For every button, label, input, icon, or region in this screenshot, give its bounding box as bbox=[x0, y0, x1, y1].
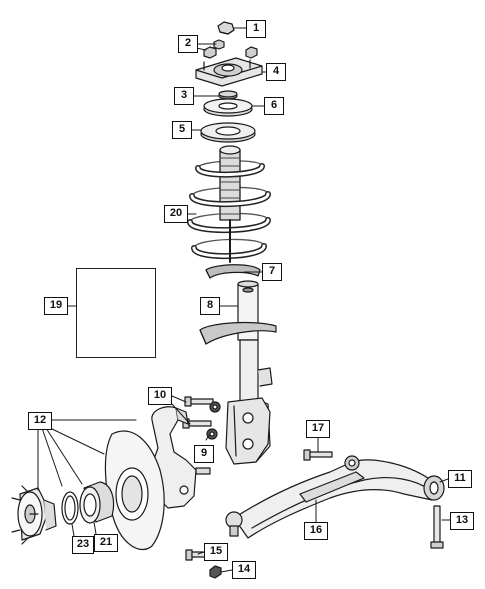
mount-nuts bbox=[203, 39, 258, 59]
wheel-hub bbox=[11, 485, 57, 545]
arm-bolt-13 bbox=[430, 505, 444, 549]
callout-11: 11 bbox=[448, 470, 472, 488]
callout-13: 13 bbox=[450, 512, 474, 530]
callout-12: 12 bbox=[28, 412, 52, 430]
coil-spring bbox=[187, 145, 271, 263]
lower-isolator bbox=[205, 264, 261, 279]
callout-17: 17 bbox=[306, 420, 330, 438]
strut-assembly bbox=[199, 280, 277, 465]
callout-4: 4 bbox=[266, 63, 286, 81]
callout-21: 21 bbox=[94, 534, 118, 552]
top-nut bbox=[217, 21, 235, 35]
callout-15: 15 bbox=[204, 543, 228, 561]
upper-strut-mount bbox=[195, 57, 263, 87]
knuckle-bolts bbox=[182, 396, 221, 440]
callout-5: 5 bbox=[172, 121, 192, 139]
callout-20: 20 bbox=[164, 205, 188, 223]
callout-23: 23 bbox=[72, 536, 94, 554]
callout-1: 1 bbox=[246, 20, 266, 38]
upper-spring-seat bbox=[200, 122, 256, 143]
arm-bolt-17 bbox=[303, 449, 333, 461]
callout-10: 10 bbox=[148, 387, 172, 405]
callout-3: 3 bbox=[174, 87, 194, 105]
callout-8: 8 bbox=[200, 297, 220, 315]
bolt-kit-box bbox=[76, 268, 156, 358]
callout-7: 7 bbox=[262, 263, 282, 281]
snap-ring bbox=[61, 491, 79, 525]
callout-2: 2 bbox=[178, 35, 198, 53]
wheel-bearing bbox=[79, 481, 115, 524]
callout-16: 16 bbox=[304, 522, 328, 540]
callout-6: 6 bbox=[264, 97, 284, 115]
jounce-nut bbox=[218, 90, 238, 100]
strut-bearing bbox=[203, 98, 253, 117]
callout-14: 14 bbox=[232, 561, 256, 579]
dust-shield bbox=[104, 430, 165, 551]
lower-control-arm bbox=[225, 455, 445, 539]
callout-19: 19 bbox=[44, 297, 68, 315]
leader-lines bbox=[37, 27, 451, 573]
callout-9: 9 bbox=[194, 445, 214, 463]
